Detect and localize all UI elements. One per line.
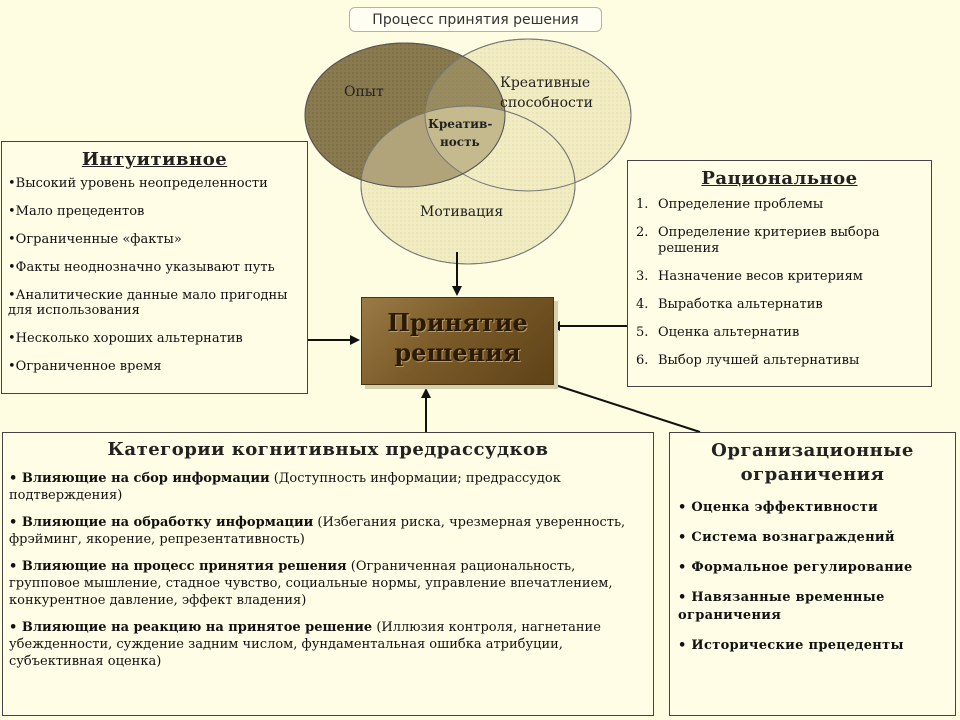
venn-label-creative-1: Креативные <box>500 75 590 91</box>
bias-item: • Влияющие на обработку информации (Избе… <box>3 514 653 548</box>
intuitive-title: Интуитивное <box>81 149 228 170</box>
decision-line-2: решения <box>394 338 521 367</box>
list-item: •Аналитические данные мало пригодны для … <box>8 288 288 318</box>
step-number: 6. <box>636 353 649 368</box>
list-item: • Формальное регулирование <box>678 560 913 575</box>
list-item: 4. Выработка альтернатив <box>636 297 931 313</box>
list-item: • Система вознаграждений <box>678 530 895 545</box>
list-item: 3. Назначение весов критериям <box>636 269 931 285</box>
list-item: • Навязанные временные ограничения <box>678 590 885 623</box>
bias-category: • Влияющие на сбор информации <box>9 471 270 486</box>
decision-line-1: Принятие <box>387 308 528 337</box>
bias-item: • Влияющие на процесс принятия решения (… <box>3 558 653 609</box>
list-item: 2. Определение критериев выбора решения <box>636 225 931 257</box>
bias-examples: (Ограниченная рациональность, групповое … <box>9 559 613 608</box>
biases-title: Категории когнитивных предрассудков <box>107 439 549 460</box>
venn-label-center-2: ность <box>440 135 480 149</box>
list-item: • Исторические прецеденты <box>678 638 904 653</box>
list-item: 5. Оценка альтернатив <box>636 325 931 341</box>
decision-box: Принятие решения <box>361 297 554 385</box>
venn-label-center-1: Креатив- <box>428 117 492 131</box>
rational-steps: 1. Определение проблемы 2. Определение кри… <box>628 197 931 369</box>
bias-item: • Влияющие на реакцию на принятое решени… <box>3 619 653 670</box>
list-item: 1. Определение проблемы <box>636 197 931 213</box>
bias-examples: (Иллюзия контроля, нагнетание убежденнос… <box>9 620 601 669</box>
rational-title: Рациональное <box>701 168 858 189</box>
venn-label-creative-2: способности <box>500 95 593 111</box>
list-item: • Оценка эффективности <box>678 500 879 515</box>
bias-examples: (Избегания риска, чрезмерная уверенность… <box>9 515 626 547</box>
bias-category: • Влияющие на реакцию на принятое решени… <box>9 620 373 635</box>
biases-box: Категории когнитивных предрассудков • Вл… <box>2 432 654 716</box>
intuitive-box: Интуитивное •Высокий уровень неопределен… <box>1 141 308 394</box>
step-text: Выработка альтернатив <box>658 297 823 312</box>
step-text: Определение критериев выбора решения <box>658 225 880 256</box>
bias-category: • Влияющие на обработку информации <box>9 515 314 530</box>
list-item: •Мало прецедентов <box>8 204 145 219</box>
step-text: Выбор лучшей альтернативы <box>658 353 860 368</box>
step-number: 3. <box>636 269 649 284</box>
org-constraints-box: Организационные ограничения • Оценка эфф… <box>669 432 956 716</box>
step-text: Оценка альтернатив <box>658 325 800 340</box>
step-number: 5. <box>636 325 649 340</box>
step-number: 4. <box>636 297 649 312</box>
bias-category: • Влияющие на процесс принятия решения <box>9 559 347 574</box>
venn-label-experience: Опыт <box>344 84 384 100</box>
org-title: Организационные ограничения <box>670 439 955 487</box>
venn-label-motivation: Мотивация <box>420 204 503 220</box>
list-item: •Ограниченные «факты» <box>8 232 182 247</box>
list-item: •Несколько хороших альтернатив <box>8 331 243 346</box>
step-text: Назначение весов критериям <box>658 269 863 284</box>
rational-box: Рациональное 1. Определение проблемы 2. Оп… <box>627 160 932 387</box>
page-title: Процесс принятия решения <box>349 7 602 32</box>
list-item: •Ограниченное время <box>8 359 162 374</box>
list-item: •Факты неоднозначно указывают путь <box>8 260 275 275</box>
step-text: Определение проблемы <box>658 197 824 212</box>
step-number: 1. <box>636 197 649 212</box>
list-item: 6. Выбор лучшей альтернативы <box>636 353 931 369</box>
list-item: •Высокий уровень неопределенности <box>8 176 268 191</box>
arrow-from-org <box>544 379 701 433</box>
bias-item: • Влияющие на сбор информации (Доступнос… <box>3 470 653 504</box>
bias-examples: (Доступность информации; предрассудок по… <box>9 471 561 503</box>
step-number: 2. <box>636 225 649 240</box>
org-title-line-1: Организационные <box>711 440 914 461</box>
org-title-line-2: ограничения <box>740 464 885 485</box>
